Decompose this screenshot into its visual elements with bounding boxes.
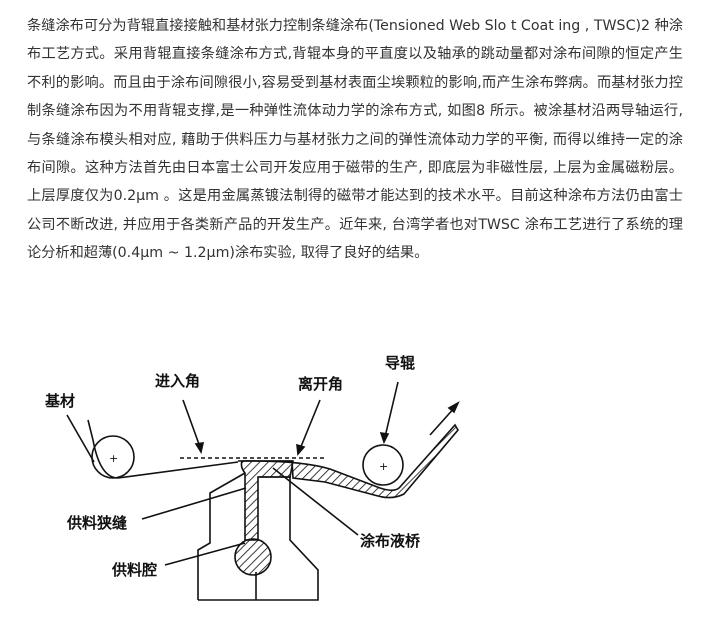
web — [87, 419, 239, 479]
die-left — [197, 472, 246, 600]
label-entry-angle: 进入角 — [155, 372, 200, 390]
left-roller-center-icon: + — [109, 452, 118, 465]
label-substrate: 基材 — [44, 392, 75, 410]
label-feed-cavity: 供料腔 — [111, 561, 157, 579]
label-coating-bead: 涂布液桥 — [360, 532, 421, 550]
label-guide-roller: 导辊 — [385, 354, 415, 372]
label-feed-slot: 供料狭缝 — [66, 514, 127, 532]
body-paragraph: 条缝涂布可分为背辊直接接触和基材张力控制条缝涂布(Tensioned Web S… — [27, 18, 683, 262]
right-roller-center-icon: + — [379, 460, 388, 473]
feed-slot — [240, 460, 294, 541]
label-exit-angle: 离开角 — [298, 375, 343, 393]
guide-roller — [362, 444, 404, 486]
feed-cavity — [234, 538, 272, 576]
